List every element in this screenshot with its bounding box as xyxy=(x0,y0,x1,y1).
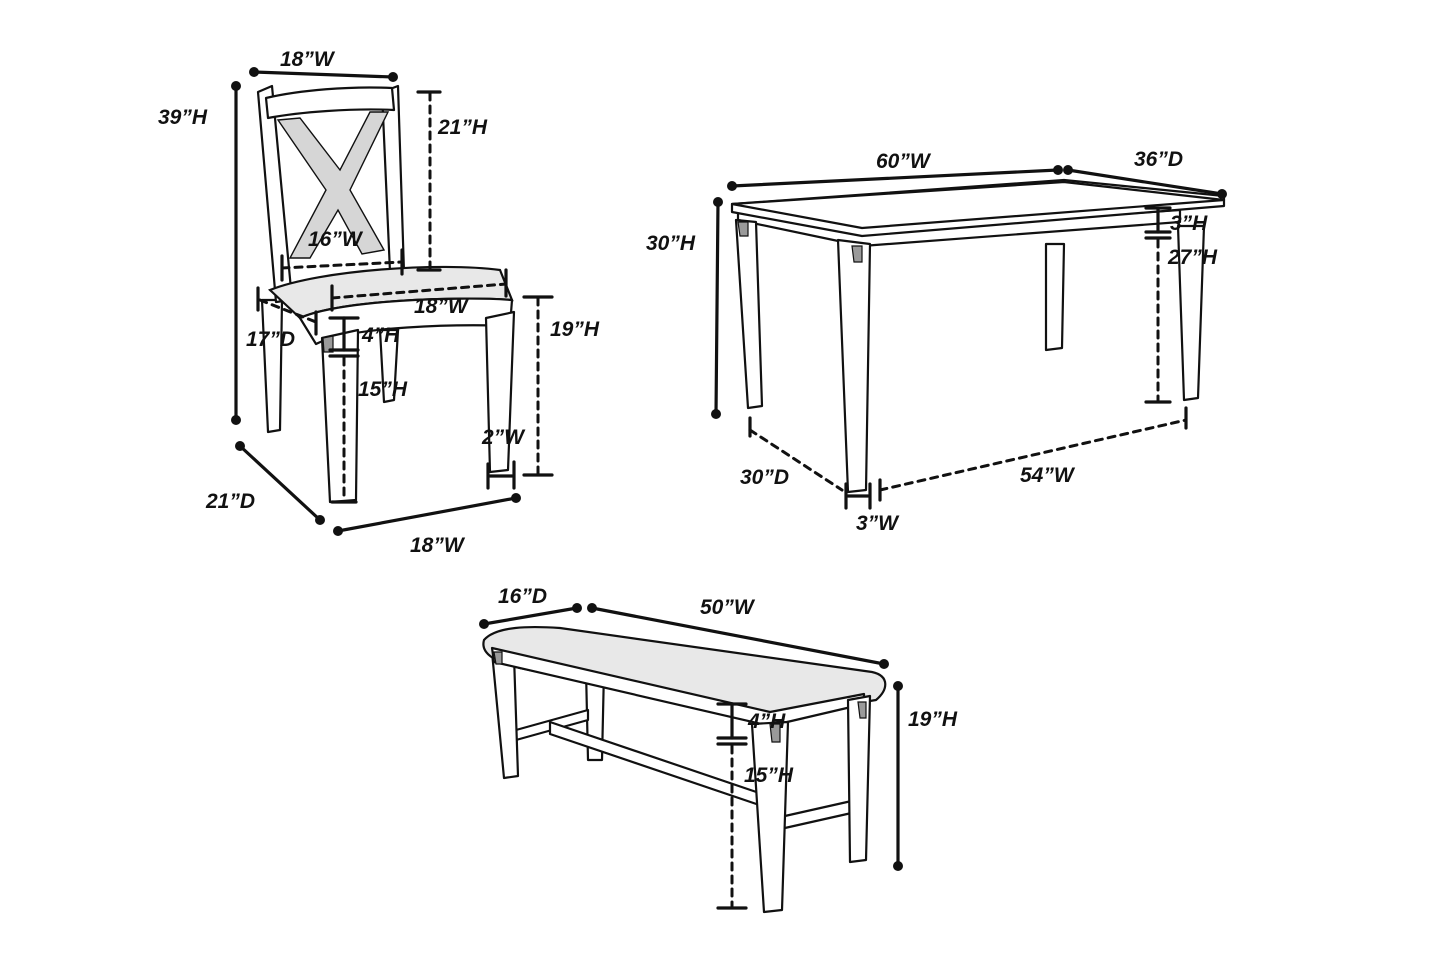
table-top-depth-label: 36”D xyxy=(1134,148,1183,171)
bench-total-height-label: 19”H xyxy=(908,708,958,731)
bench-leg-height-label: 15”H xyxy=(744,764,794,787)
table-leg-height-label: 27”H xyxy=(1167,246,1218,269)
table-total-height-label: 30”H xyxy=(646,232,696,255)
chair-base-width-label: 18”W xyxy=(410,534,466,557)
table-dimensions xyxy=(711,165,1227,510)
chair-top-width-label: 18”W xyxy=(280,48,336,71)
chair-leg-width-label: 2”W xyxy=(481,426,526,449)
table-leg-width-label: 3”W xyxy=(856,512,900,535)
chair-base-depth-label: 21”D xyxy=(205,490,255,513)
bench-seat-thickness-label: 4”H xyxy=(747,710,786,733)
table-top-width-label: 60”W xyxy=(876,150,932,173)
bench-drawing xyxy=(482,625,887,914)
table-base-width-label: 54”W xyxy=(1020,464,1076,487)
bench-depth-label: 16”D xyxy=(498,585,547,608)
table-base-depth-label: 30”D xyxy=(740,466,789,489)
chair-leg-height-label: 15”H xyxy=(358,378,408,401)
bench-dimensions xyxy=(479,603,903,910)
chair-back-width-label: 16”W xyxy=(308,228,364,251)
chair-back-height-label: 21”H xyxy=(437,116,488,139)
table-drawing xyxy=(730,178,1226,494)
chair-dimensions xyxy=(231,67,554,536)
chair-seat-width-label: 18”W xyxy=(414,295,470,318)
bench-width-label: 50”W xyxy=(700,596,756,619)
table-apron-height-label: 3”H xyxy=(1170,212,1208,235)
chair-seat-depth-label: 17”D xyxy=(246,328,295,351)
chair-total-height-label: 39”H xyxy=(158,106,208,129)
chair-seat-thickness-label: 4”H xyxy=(361,324,400,347)
chair-seat-height-label: 19”H xyxy=(550,318,600,341)
chair-drawing xyxy=(256,84,516,504)
